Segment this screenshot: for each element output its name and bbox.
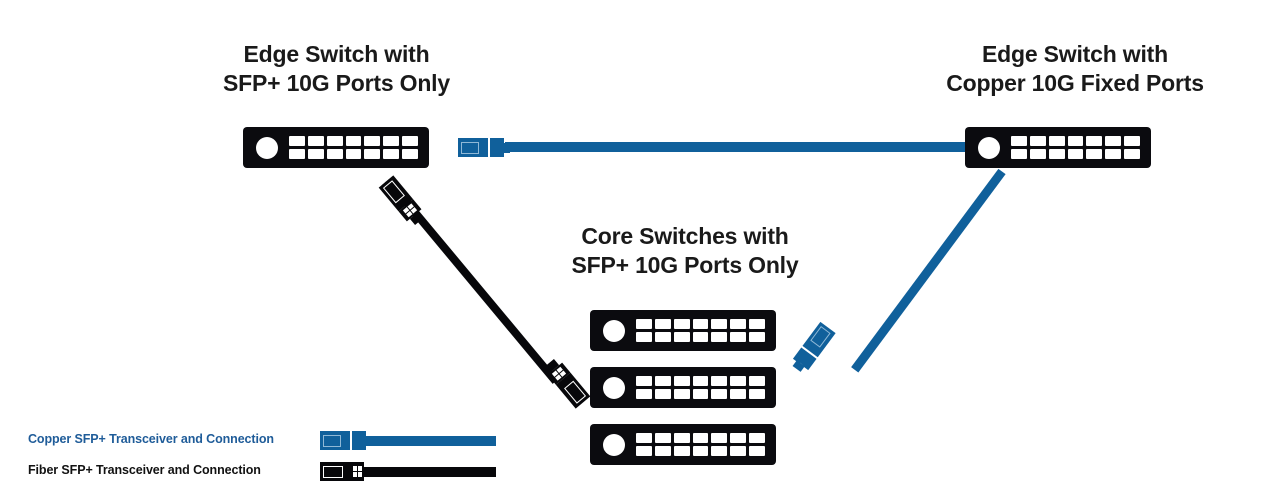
core-switch-3[interactable] — [590, 424, 776, 465]
transceiver-window — [323, 434, 341, 447]
title-line-1: Edge Switch with — [243, 41, 430, 67]
legend-line-copper — [372, 436, 496, 446]
edge-switch-copper-title: Edge Switch with Copper 10G Fixed Ports — [910, 40, 1240, 98]
transceiver-tab — [365, 435, 372, 446]
title-line-2: SFP+ 10G Ports Only — [223, 70, 450, 96]
transceiver-latch-grid — [353, 466, 362, 477]
port-grid — [636, 376, 765, 399]
legend-label-copper: Copper SFP+ Transceiver and Connection — [28, 432, 274, 446]
copper-link-diagonal — [851, 168, 1006, 373]
transceiver-midsection — [489, 138, 504, 157]
transceiver-tab — [364, 466, 372, 477]
core-switch-1[interactable] — [590, 310, 776, 351]
title-line-2: Copper 10G Fixed Ports — [946, 70, 1204, 96]
legend-label-fiber: Fiber SFP+ Transceiver and Connection — [28, 463, 261, 477]
port-grid — [636, 319, 765, 342]
title-line-1: Core Switches with — [581, 223, 789, 249]
copper-transceiver-diagonal — [789, 321, 836, 375]
legend-fiber-transceiver-icon — [320, 462, 372, 481]
status-indicator — [256, 136, 278, 159]
title-line-2: SFP+ 10G Ports Only — [571, 252, 799, 278]
legend-item-copper: Copper SFP+ Transceiver and Connection — [28, 430, 498, 461]
status-indicator — [603, 319, 625, 342]
title-line-1: Edge Switch with — [982, 41, 1168, 67]
fiber-transceiver-lower — [542, 356, 591, 409]
edge-switch-right[interactable] — [965, 127, 1151, 168]
port-grid — [289, 136, 418, 159]
port-grid — [636, 433, 765, 456]
legend-art-fiber — [320, 461, 496, 483]
core-switches-title: Core Switches with SFP+ 10G Ports Only — [540, 222, 830, 280]
transceiver-window — [461, 141, 479, 154]
status-indicator — [603, 376, 625, 399]
legend-art-copper — [320, 430, 496, 452]
status-indicator — [978, 136, 1000, 159]
status-indicator — [603, 433, 625, 456]
copper-transceiver-top — [458, 138, 510, 157]
edge-switch-sfp-title: Edge Switch with SFP+ 10G Ports Only — [190, 40, 483, 98]
legend: Copper SFP+ Transceiver and Connection F… — [28, 430, 498, 492]
port-grid — [1011, 136, 1140, 159]
legend-item-fiber: Fiber SFP+ Transceiver and Connection — [28, 461, 498, 492]
edge-switch-left[interactable] — [243, 127, 429, 168]
transceiver-midsection — [351, 431, 366, 450]
core-switch-2[interactable] — [590, 367, 776, 408]
transceiver-window — [323, 465, 343, 478]
transceiver-tab — [503, 142, 510, 153]
legend-line-fiber — [372, 467, 496, 477]
legend-copper-transceiver-icon — [320, 431, 372, 450]
fiber-transceiver-upper — [378, 175, 427, 227]
copper-link-top — [505, 142, 975, 152]
